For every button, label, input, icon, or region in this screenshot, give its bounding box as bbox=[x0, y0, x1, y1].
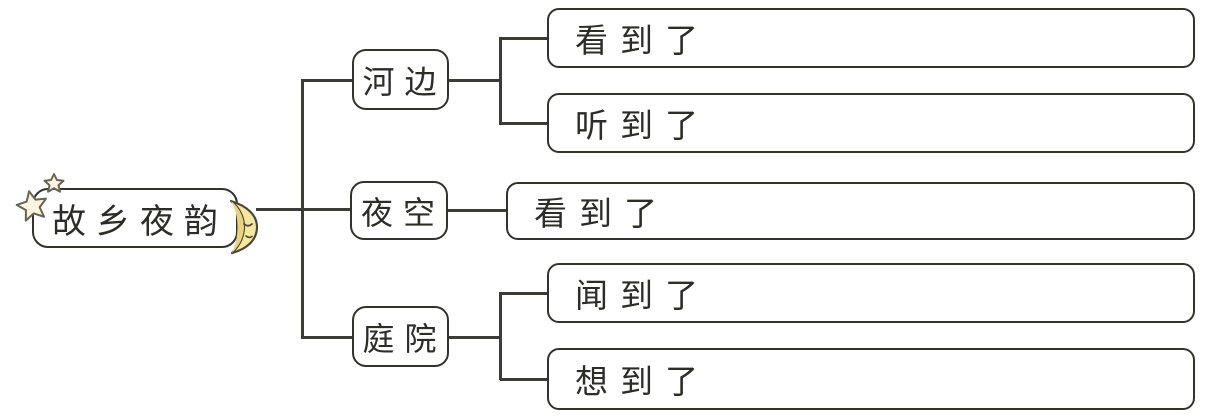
branch-node-label: 庭院 bbox=[362, 319, 447, 358]
leaf-node-label: 听到了 bbox=[575, 106, 710, 145]
leaf-node-label: 想到了 bbox=[575, 362, 710, 401]
connector-trunk-vertical bbox=[301, 79, 304, 339]
leaf-node-label: 看到了 bbox=[575, 21, 710, 60]
connector-fork-to-leaf-4 bbox=[500, 292, 547, 295]
connector-branch3-to-fork bbox=[449, 336, 500, 339]
leaf-node-label: 闻到了 bbox=[575, 276, 710, 315]
leaf-node-smelled-courtyard: 闻到了 bbox=[547, 263, 1195, 323]
branch-node-courtyard: 庭院 bbox=[352, 306, 449, 367]
branch-node-riverside: 河边 bbox=[352, 49, 449, 110]
connector-branch1-fork-vertical bbox=[499, 37, 502, 125]
root-node-label: 故乡夜韵 bbox=[52, 201, 228, 242]
connector-root-to-trunk bbox=[256, 208, 352, 211]
branch-node-night-sky: 夜空 bbox=[350, 181, 448, 240]
leaf-node-label: 看到了 bbox=[534, 194, 669, 233]
connector-branch1-to-fork bbox=[449, 79, 500, 82]
connector-trunk-to-branch-1 bbox=[302, 79, 352, 82]
root-node: 故乡夜韵 bbox=[32, 188, 238, 248]
leaf-node-saw-night-sky: 看到了 bbox=[506, 182, 1195, 240]
connector-fork-to-leaf-5 bbox=[500, 378, 547, 381]
connector-fork-to-leaf-2 bbox=[500, 122, 547, 125]
leaf-node-thought-courtyard: 想到了 bbox=[547, 348, 1195, 410]
leaf-node-heard-riverside: 听到了 bbox=[547, 93, 1195, 153]
connector-branch2-to-leaf-3 bbox=[448, 209, 506, 212]
connector-fork-to-leaf-1 bbox=[500, 37, 547, 40]
branch-node-label: 河边 bbox=[362, 62, 447, 101]
leaf-node-saw-riverside: 看到了 bbox=[547, 8, 1195, 68]
connector-branch3-fork-vertical bbox=[499, 292, 502, 380]
branch-node-label: 夜空 bbox=[360, 193, 445, 232]
connector-trunk-to-branch-3 bbox=[302, 336, 352, 339]
